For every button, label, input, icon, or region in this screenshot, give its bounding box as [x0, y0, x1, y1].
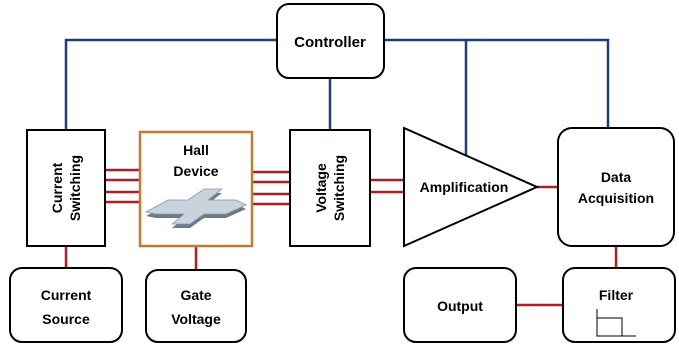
- filter-label: Filter: [599, 287, 634, 303]
- bus-voltage-to-amp: [370, 178, 404, 194]
- controller-box: [276, 3, 385, 79]
- data-acquisition-label-1: Data: [601, 169, 632, 185]
- signal-lines: [64, 168, 618, 307]
- controller-label: Controller: [294, 34, 366, 51]
- data-acquisition-box: [557, 127, 675, 247]
- voltage-switching-label-2: Switching: [331, 155, 347, 221]
- amplification-label: Amplification: [420, 179, 509, 195]
- cross-shaped-hall-bar-icon: [144, 188, 247, 228]
- current-source-label-1: Current: [41, 287, 92, 303]
- hall-device-label-2: Device: [173, 163, 218, 179]
- current-source-label-2: Source: [42, 311, 90, 327]
- gate-voltage-box: [145, 269, 247, 343]
- voltage-switching-label-1: Voltage: [313, 163, 329, 213]
- bus-current-to-device: [105, 168, 140, 204]
- gate-voltage-label-1: Gate: [180, 287, 211, 303]
- bus-device-to-voltage: [252, 170, 290, 206]
- current-switching-label-2: Switching: [67, 155, 83, 221]
- filter-box: [562, 267, 676, 343]
- control-line-top: [64, 38, 610, 130]
- data-acquisition-label-2: Acquisition: [578, 190, 654, 206]
- hall-device-box: [138, 130, 254, 248]
- current-switching-box: [26, 129, 106, 247]
- current-source-box: [9, 267, 123, 343]
- output-label: Output: [437, 298, 483, 314]
- output-box: [403, 267, 517, 343]
- amplification-triangle: [403, 126, 540, 248]
- hall-device-label-1: Hall: [183, 142, 209, 158]
- control-lines: [64, 38, 610, 158]
- current-switching-label-1: Current: [49, 162, 65, 213]
- gate-voltage-label-2: Voltage: [171, 311, 221, 327]
- voltage-switching-box: [289, 129, 371, 247]
- step-response-icon: [596, 309, 636, 337]
